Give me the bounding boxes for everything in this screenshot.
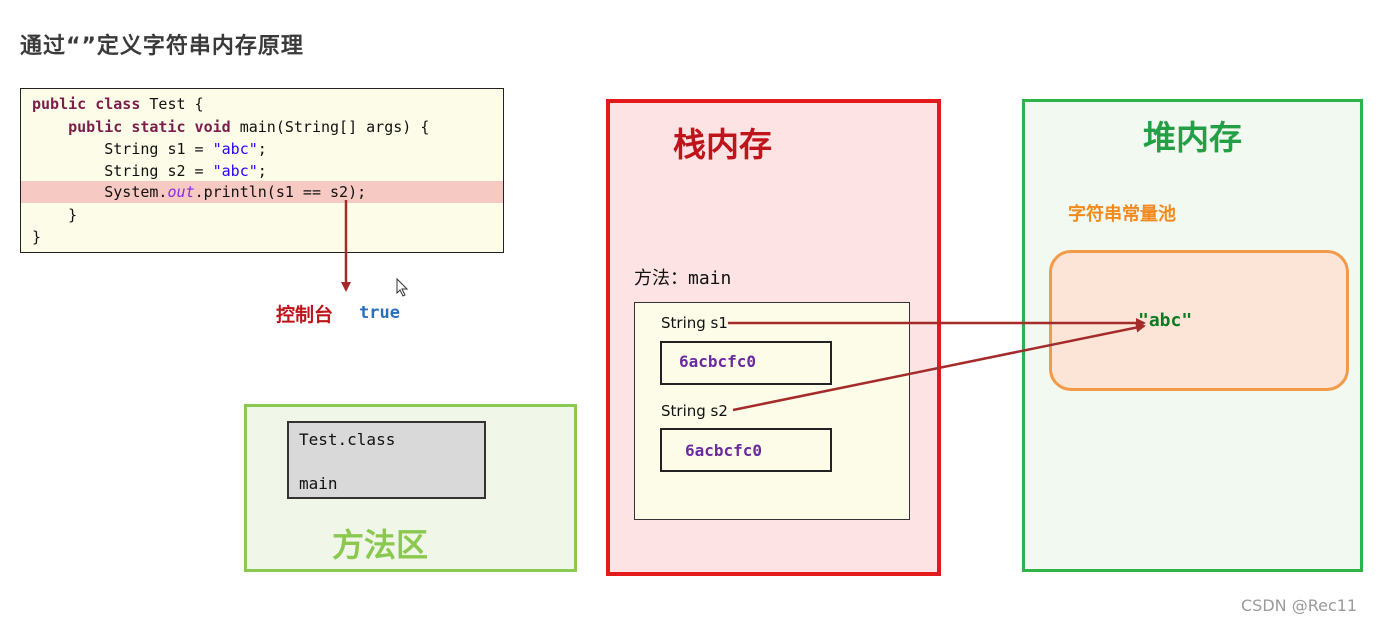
code-str: "abc" <box>212 162 258 180</box>
frame-method: main <box>688 268 732 289</box>
code-line-2-rest: main(String[] args) { <box>239 118 430 136</box>
class-name: Test.class <box>299 430 396 449</box>
string-pool-label: 字符串常量池 <box>1068 204 1176 225</box>
code-semi: ; <box>257 140 267 158</box>
var-s2-label: String s2 <box>661 402 728 420</box>
class-box: Test.class main <box>287 421 486 499</box>
heap-label: 堆内存 <box>1143 118 1242 157</box>
mouse-cursor-icon <box>396 277 409 297</box>
code-line-1-rest: Test { <box>149 95 204 113</box>
code-line-2: public static void main(String[] args) { <box>21 116 503 138</box>
method-area-label: 方法区 <box>332 526 429 564</box>
watermark: CSDN @Rec11 <box>1241 596 1358 615</box>
stack-frame <box>634 302 910 520</box>
code-box: public class Test { public static void m… <box>20 88 504 253</box>
stack-label: 栈内存 <box>673 125 772 164</box>
code-kw-public: public class <box>32 95 141 113</box>
frame-label-prefix: 方法： <box>634 268 688 289</box>
code-line-6: } <box>32 206 78 224</box>
pool-string-abc: "abc" <box>1138 310 1193 331</box>
var-s1-ref: 6acbcfc0 <box>660 341 832 385</box>
string-constant-pool <box>1049 250 1349 391</box>
class-method: main <box>299 474 338 493</box>
code-system: System. <box>104 183 168 201</box>
console-value: true <box>359 303 400 323</box>
page-title: 通过“”定义字符串内存原理 <box>20 34 304 59</box>
code-println: .println(s1 == s2); <box>194 183 367 201</box>
var-s1-label: String s1 <box>661 314 728 332</box>
code-str: "abc" <box>212 140 258 158</box>
code-line-3-decl: String s1 = <box>104 140 213 158</box>
code-line-5-highlighted: System.out.println(s1 == s2); <box>21 181 503 203</box>
code-field-out: out <box>167 183 195 201</box>
code-semi: ; <box>257 162 267 180</box>
console-label: 控制台 <box>276 304 334 326</box>
code-line-1: public class Test { <box>21 93 503 115</box>
frame-label: 方法：main <box>634 264 731 290</box>
code-line-3: String s1 = "abc"; <box>21 138 503 160</box>
code-line-4: String s2 = "abc"; <box>21 160 503 182</box>
var-s2-ref: 6acbcfc0 <box>660 428 832 472</box>
arrow-s2-to-abc <box>732 322 1146 412</box>
code-kw: public static void <box>68 118 231 136</box>
code-line-7: } <box>32 228 42 246</box>
code-line-4-decl: String s2 = <box>104 162 213 180</box>
